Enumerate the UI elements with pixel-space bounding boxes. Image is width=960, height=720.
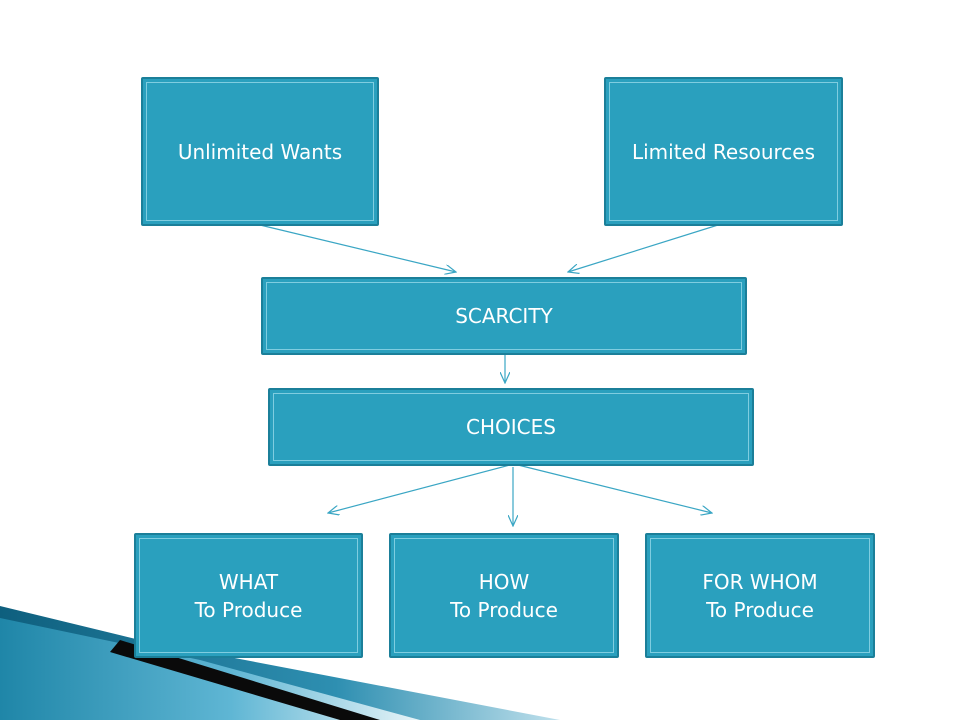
for-whom-label-line2: To Produce xyxy=(706,597,814,622)
arrow-wants-to-scarcity xyxy=(259,224,456,272)
what-to-produce-box: WHAT To Produce xyxy=(134,533,363,658)
how-to-produce-box: HOW To Produce xyxy=(389,533,619,658)
scarcity-box: SCARCITY xyxy=(261,277,747,355)
for-whom-to-produce-box: FOR WHOM To Produce xyxy=(645,533,875,658)
what-label-line1: WHAT xyxy=(218,569,279,594)
unlimited-wants-label: Unlimited Wants xyxy=(177,139,343,164)
choices-label: CHOICES xyxy=(466,415,556,439)
choices-box: CHOICES xyxy=(268,388,754,466)
what-label-line2: To Produce xyxy=(194,597,303,622)
unlimited-wants-box: Unlimited Wants xyxy=(141,77,379,226)
how-label-line1: HOW xyxy=(478,569,530,594)
limited-resources-label: Limited Resources xyxy=(631,139,816,164)
limited-resources-box: Limited Resources xyxy=(604,77,843,226)
arrow-choices-to-what xyxy=(328,464,511,513)
scarcity-label: SCARCITY xyxy=(455,304,553,328)
how-label-line2: To Produce xyxy=(450,597,558,622)
arrow-choices-to-for-whom xyxy=(517,464,712,513)
for-whom-label-line1: FOR WHOM xyxy=(702,569,818,594)
arrow-resources-to-scarcity xyxy=(568,224,719,272)
